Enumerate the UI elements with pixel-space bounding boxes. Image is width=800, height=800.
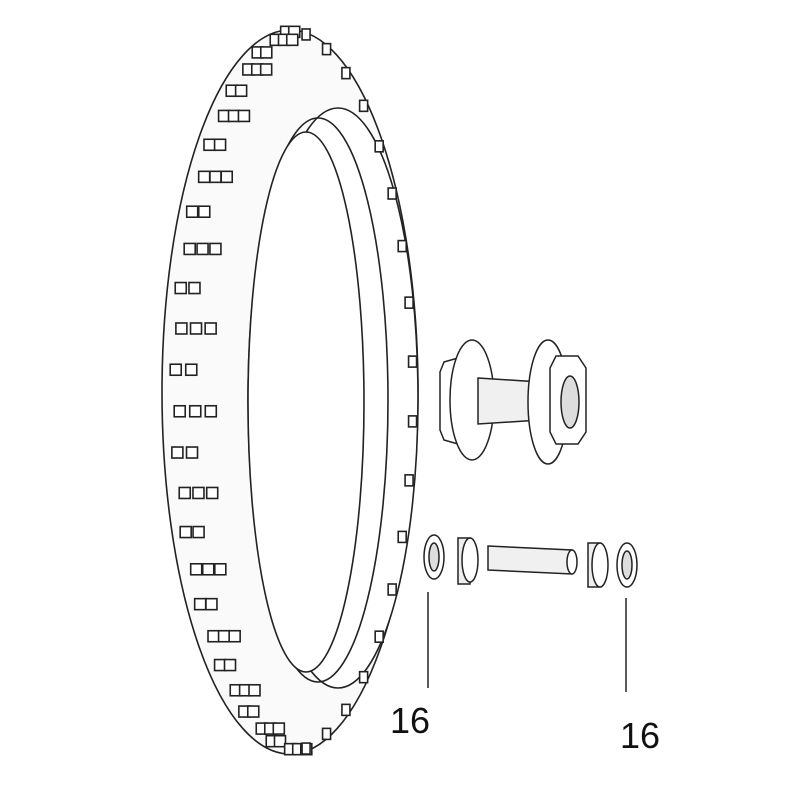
tire-knobs: [169, 25, 418, 756]
axle-spacer-tube: [487, 545, 573, 575]
tread-knob: [397, 530, 408, 544]
tread-knob: [209, 242, 222, 256]
axle-spacer-end: [566, 549, 578, 575]
tread-knob: [175, 322, 188, 335]
tread-knob: [193, 597, 207, 611]
tread-knob: [174, 281, 188, 295]
tread-knob: [273, 734, 287, 748]
callout-label-right: 16: [620, 715, 661, 756]
tread-knob: [220, 170, 234, 184]
tread-knob: [192, 525, 205, 539]
tread-knob: [246, 705, 260, 718]
tread-knob: [185, 205, 199, 219]
tread-knob: [203, 138, 216, 152]
rim-inner: [247, 131, 365, 673]
tread-knob: [397, 239, 408, 253]
tread-knob: [321, 42, 332, 56]
tread-knob: [171, 446, 184, 459]
tread-knob: [374, 630, 384, 643]
tread-knob: [192, 486, 205, 500]
tread-knob: [209, 170, 222, 184]
tread-knob: [169, 363, 183, 377]
tread-knob: [223, 658, 237, 672]
tread-knob: [358, 99, 369, 113]
tread-knob: [387, 583, 397, 596]
tread-knob: [183, 242, 196, 256]
tread-knob: [358, 670, 369, 684]
tread-knob: [341, 703, 351, 717]
bearing-left-inner: [461, 537, 479, 583]
tread-knob: [204, 404, 218, 418]
tread-knob: [407, 415, 418, 428]
tread-knob: [387, 187, 397, 200]
tread-knob: [217, 629, 231, 643]
hub: [439, 339, 587, 465]
tread-knob: [404, 474, 414, 487]
tread-knob: [189, 562, 203, 576]
tread-knob: [189, 322, 203, 335]
tread-knob: [188, 281, 201, 295]
tread-knob: [259, 46, 273, 59]
tread-knob: [272, 722, 286, 735]
tread-knob: [213, 562, 227, 576]
tread-knob: [201, 562, 215, 576]
tread-knob: [407, 355, 418, 368]
tread-knob: [197, 205, 211, 219]
tread-knob: [404, 296, 414, 309]
hub-bore: [560, 375, 580, 429]
tread-knob: [204, 322, 217, 335]
tread-knob: [234, 84, 248, 98]
tread-knob: [248, 683, 261, 697]
tread-knob: [178, 486, 192, 500]
tread-knob: [184, 363, 198, 377]
callout-label-left: 16: [390, 700, 431, 741]
tread-knob: [321, 727, 332, 741]
tread-knob: [228, 629, 241, 643]
tread-knob: [285, 33, 299, 47]
tread-knob: [179, 525, 192, 539]
tread-knob: [213, 138, 227, 152]
bearing-right-inner: [591, 542, 609, 588]
tread-knob: [196, 242, 209, 256]
tread-knob: [301, 28, 311, 41]
tread-knob: [197, 170, 211, 184]
tread-knob: [205, 597, 218, 611]
bearing-left-outer-race: [428, 542, 440, 572]
tread-knob: [301, 742, 311, 755]
tread-knob: [185, 446, 199, 459]
tread-knob: [188, 404, 202, 418]
tread-knob: [237, 109, 251, 123]
tread-knob: [207, 629, 220, 643]
tread-knob: [374, 140, 384, 153]
tread-knob: [259, 63, 273, 76]
axle-parts: [423, 534, 638, 588]
tread-knob: [205, 486, 219, 500]
bearing-right-outer-race: [621, 550, 633, 580]
tire: [161, 25, 419, 756]
tread-knob: [173, 404, 187, 418]
tread-knob: [341, 66, 351, 80]
